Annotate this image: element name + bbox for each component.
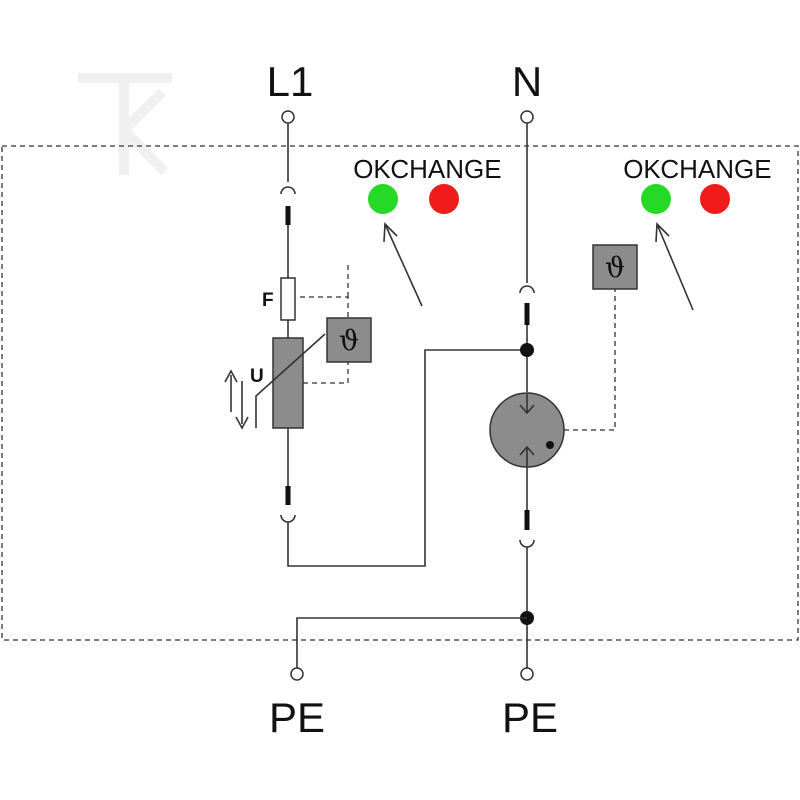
pe-bridge-wire	[296, 617, 527, 668]
junction-dot-upper	[520, 343, 534, 357]
n-branch	[296, 123, 565, 668]
thermal-symbol-right: ϑ	[605, 251, 625, 284]
terminal-label-n: N	[512, 58, 542, 105]
change-label-left: CHANGE	[390, 154, 501, 184]
indicators-right: OK CHANGE	[623, 154, 772, 311]
thermal-disconnector-right: ϑ	[564, 244, 638, 431]
thermal-disconnector-left: ϑ	[300, 265, 372, 384]
plug-pin-icon	[524, 303, 530, 325]
terminal-pe-left	[290, 667, 304, 681]
plug-pin-icon	[524, 510, 530, 530]
change-indicator-right	[700, 184, 730, 214]
plug-socket-icon	[280, 514, 296, 523]
varistor-diagonal	[255, 333, 326, 428]
thermal-symbol-left: ϑ	[339, 324, 359, 357]
terminal-label-l1: L1	[267, 58, 314, 105]
terminal-label-pe-right: PE	[502, 694, 558, 741]
fuse-label: F	[262, 290, 274, 311]
plug-pin-icon	[285, 206, 291, 225]
change-indicator-left	[429, 184, 459, 214]
plug-socket-icon	[519, 285, 535, 294]
voltage-arrows-icon	[224, 369, 249, 430]
watermark-logo	[78, 73, 172, 176]
device-enclosure	[1, 145, 799, 641]
fuse	[280, 277, 296, 321]
plug-socket-icon	[519, 539, 535, 548]
terminal-pe-right	[520, 667, 534, 681]
ok-indicator-left	[368, 184, 398, 214]
indicator-pointer-right	[655, 222, 694, 311]
change-label-right: CHANGE	[660, 154, 771, 184]
plug-pin-icon	[285, 486, 291, 505]
ok-label-right: OK	[623, 154, 661, 184]
discharge-arrows-icon	[519, 393, 535, 467]
indicator-pointer-left	[383, 222, 423, 307]
ok-label-left: OK	[353, 154, 391, 184]
terminal-label-pe-left: PE	[269, 694, 325, 741]
terminal-l1	[281, 110, 295, 124]
plug-socket-icon	[280, 186, 296, 195]
l1-branch: F U	[224, 123, 527, 567]
varistor-label: U	[250, 366, 264, 387]
terminal-n	[520, 110, 534, 124]
gas-tube-dot	[546, 441, 554, 449]
indicators-left: OK CHANGE	[353, 154, 502, 307]
ok-indicator-right	[641, 184, 671, 214]
varistor	[272, 337, 304, 429]
l1-to-n-wire	[287, 349, 527, 567]
